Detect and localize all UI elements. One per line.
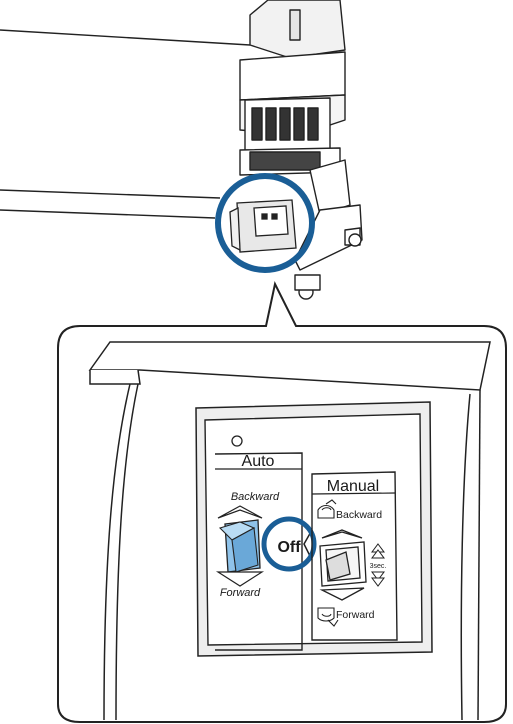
printer-illustration: [0, 0, 362, 299]
auto-label: Auto: [242, 453, 275, 470]
three-second-label: 3sec.: [370, 563, 387, 570]
auto-forward-label: Forward: [220, 587, 261, 599]
manual-forward-label: Forward: [336, 609, 375, 621]
control-box-small: [230, 200, 296, 252]
indicator-lamp: [232, 436, 242, 446]
manual-backward-label: Backward: [336, 509, 382, 521]
off-label: Off: [277, 539, 301, 556]
auto-backward-label: Backward: [231, 491, 280, 503]
manual-label: Manual: [327, 478, 379, 495]
